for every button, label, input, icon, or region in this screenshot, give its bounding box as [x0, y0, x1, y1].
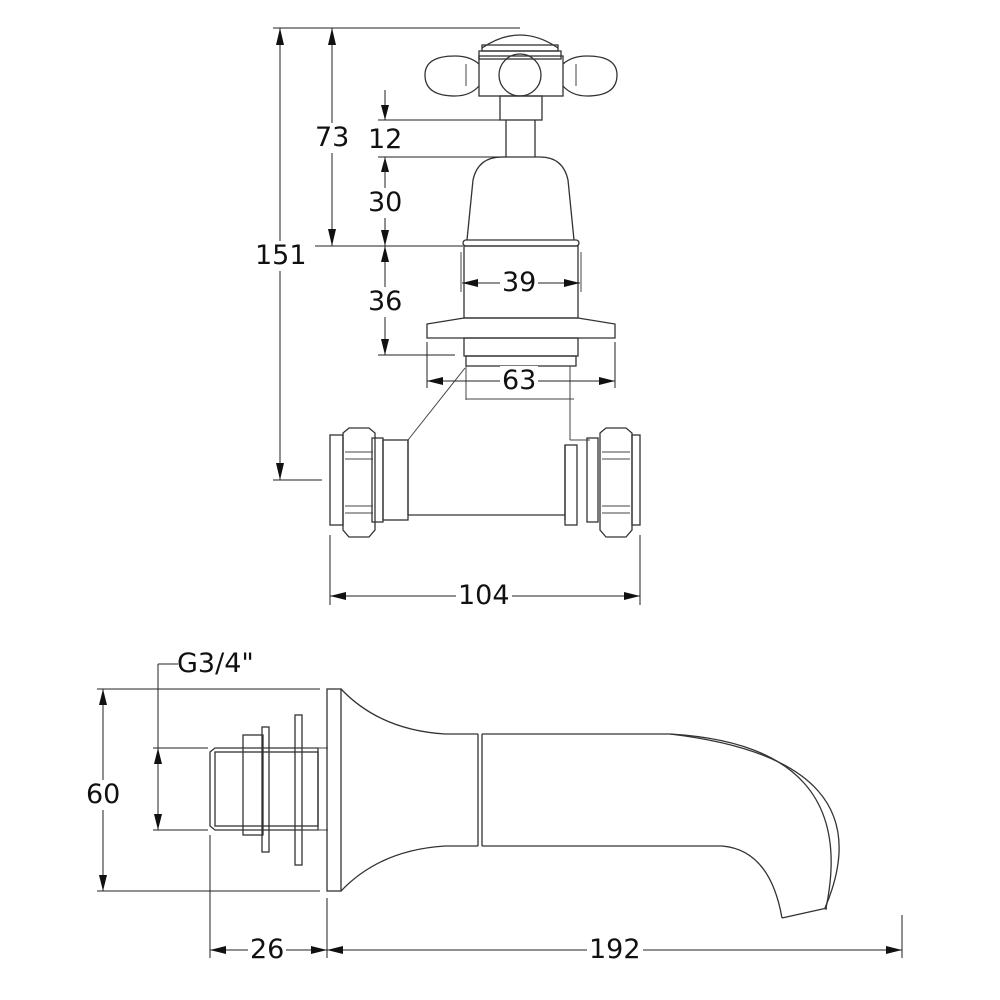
dim-sleeve-height: 36	[366, 286, 405, 317]
dim-body-width: 104	[456, 580, 512, 611]
dim-sleeve-width: 39	[500, 267, 539, 298]
dim-handle-to-collar: 73	[313, 122, 352, 153]
dim-spindle: 12	[366, 124, 405, 155]
dim-flange-width: 63	[500, 365, 539, 396]
cross-handle	[424, 34, 618, 157]
valve-dimension-lines	[273, 27, 641, 605]
dim-projection: 192	[587, 934, 643, 965]
valve-body	[329, 367, 641, 538]
dim-tail-length: 26	[248, 934, 287, 965]
spout-body	[326, 688, 840, 919]
thread-size-label: G3/4"	[177, 648, 254, 679]
spout-tail	[209, 714, 328, 866]
dim-plate-height: 60	[84, 779, 123, 810]
dim-overall-height: 151	[253, 240, 309, 271]
dim-shroud-height: 30	[366, 187, 405, 218]
spout-dimension-lines	[97, 663, 903, 958]
spout-drawing	[97, 663, 903, 958]
shroud	[460, 156, 582, 319]
valve-drawing	[273, 27, 641, 605]
